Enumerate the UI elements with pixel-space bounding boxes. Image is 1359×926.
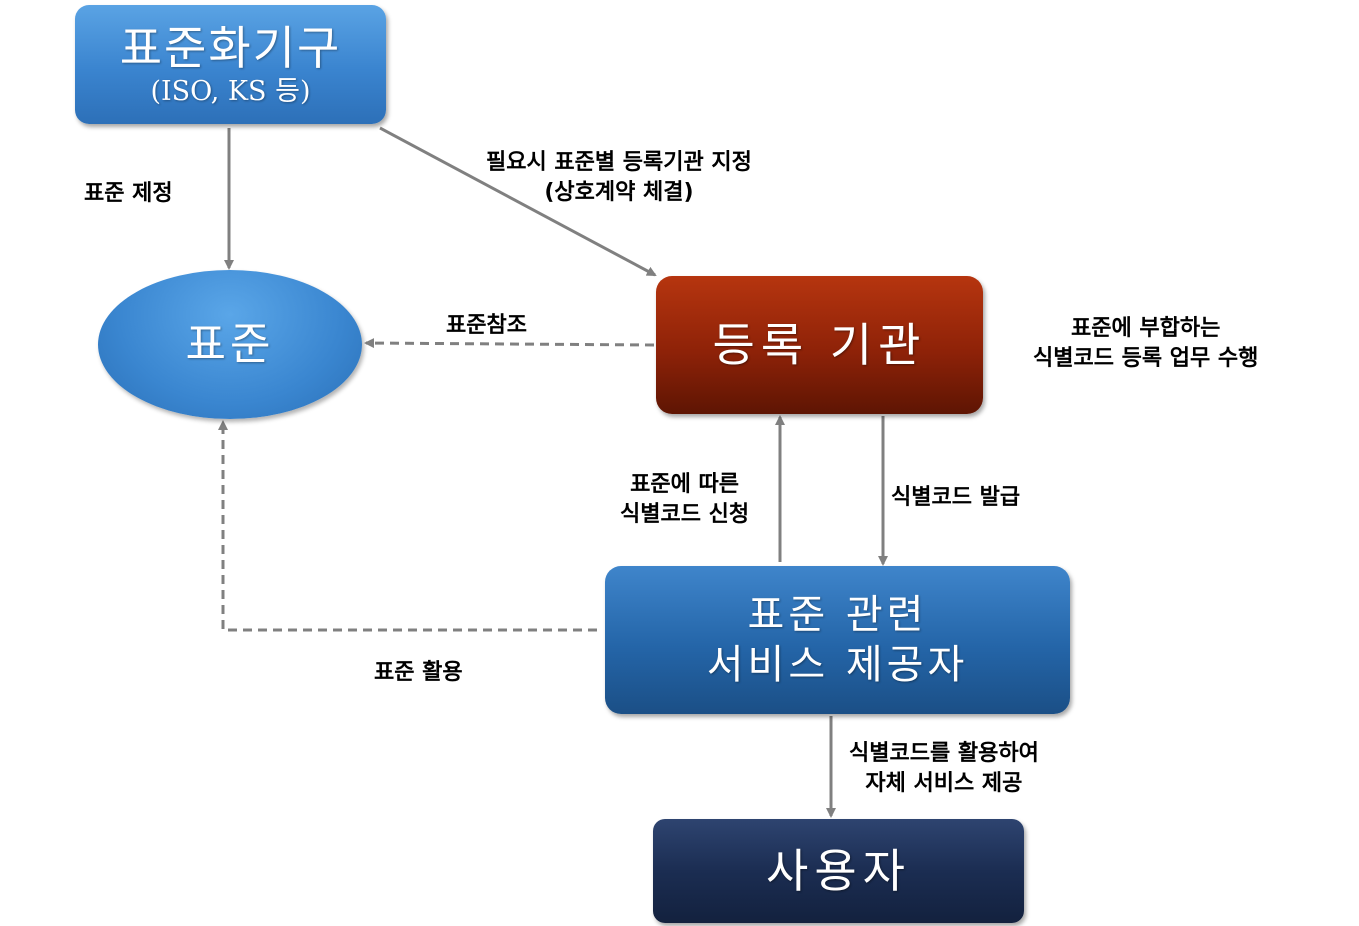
label-provide-service: 식별코드를 활용하여 자체 서비스 제공: [849, 739, 1039, 799]
standards-body-subtitle: (ISO, KS 등): [150, 75, 311, 107]
label-reference-standard-text: 표준참조: [446, 313, 527, 338]
label-use-standard-text: 표준 활용: [374, 660, 463, 685]
label-apply-code-line2: 식별코드 신청: [620, 502, 750, 527]
arrow-reference-standard: [364, 338, 655, 349]
registration-authority-title: 등록 기관: [712, 318, 927, 372]
standards-body-title: 표준화기구: [119, 20, 342, 75]
standard-node: 표준: [98, 270, 362, 419]
service-provider-line1: 표준 관련: [747, 592, 928, 638]
label-establish-standard-text: 표준 제정: [84, 181, 173, 206]
arrow-use-standard: [218, 420, 597, 632]
arrow-designate-authority: [379, 126, 657, 277]
label-designate-authority: 필요시 표준별 등록기관 지정 (상호계약 체결): [486, 148, 752, 208]
service-provider-line2: 서비스 제공자: [706, 642, 969, 688]
standard-title: 표준: [185, 318, 275, 370]
label-issue-code: 식별코드 발급: [891, 483, 1020, 513]
label-provide-service-line1: 식별코드를 활용하여: [849, 741, 1039, 766]
label-provide-service-line2: 자체 서비스 제공: [865, 771, 1023, 796]
label-issue-code-text: 식별코드 발급: [891, 485, 1021, 510]
label-use-standard: 표준 활용: [374, 658, 463, 688]
standards-body-node: 표준화기구 (ISO, KS 등): [75, 5, 386, 124]
label-designate-authority-line1: 필요시 표준별 등록기관 지정: [486, 150, 752, 175]
user-title: 사용자: [766, 844, 911, 898]
user-node: 사용자: [653, 819, 1024, 923]
label-reference-standard: 표준참조: [446, 311, 527, 341]
label-establish-standard: 표준 제정: [84, 179, 173, 209]
note-authority-role: 표준에 부합하는 식별코드 등록 업무 수행: [1033, 314, 1258, 374]
label-apply-code-line1: 표준에 따른: [630, 472, 739, 497]
registration-authority-node: 등록 기관: [656, 276, 983, 414]
label-designate-authority-line2: (상호계약 체결): [544, 180, 694, 205]
label-apply-code: 표준에 따른 식별코드 신청: [620, 470, 749, 530]
service-provider-node: 표준 관련 서비스 제공자: [605, 566, 1070, 714]
note-authority-role-line1: 표준에 부합하는: [1071, 316, 1221, 341]
note-authority-role-line2: 식별코드 등록 업무 수행: [1033, 346, 1259, 371]
